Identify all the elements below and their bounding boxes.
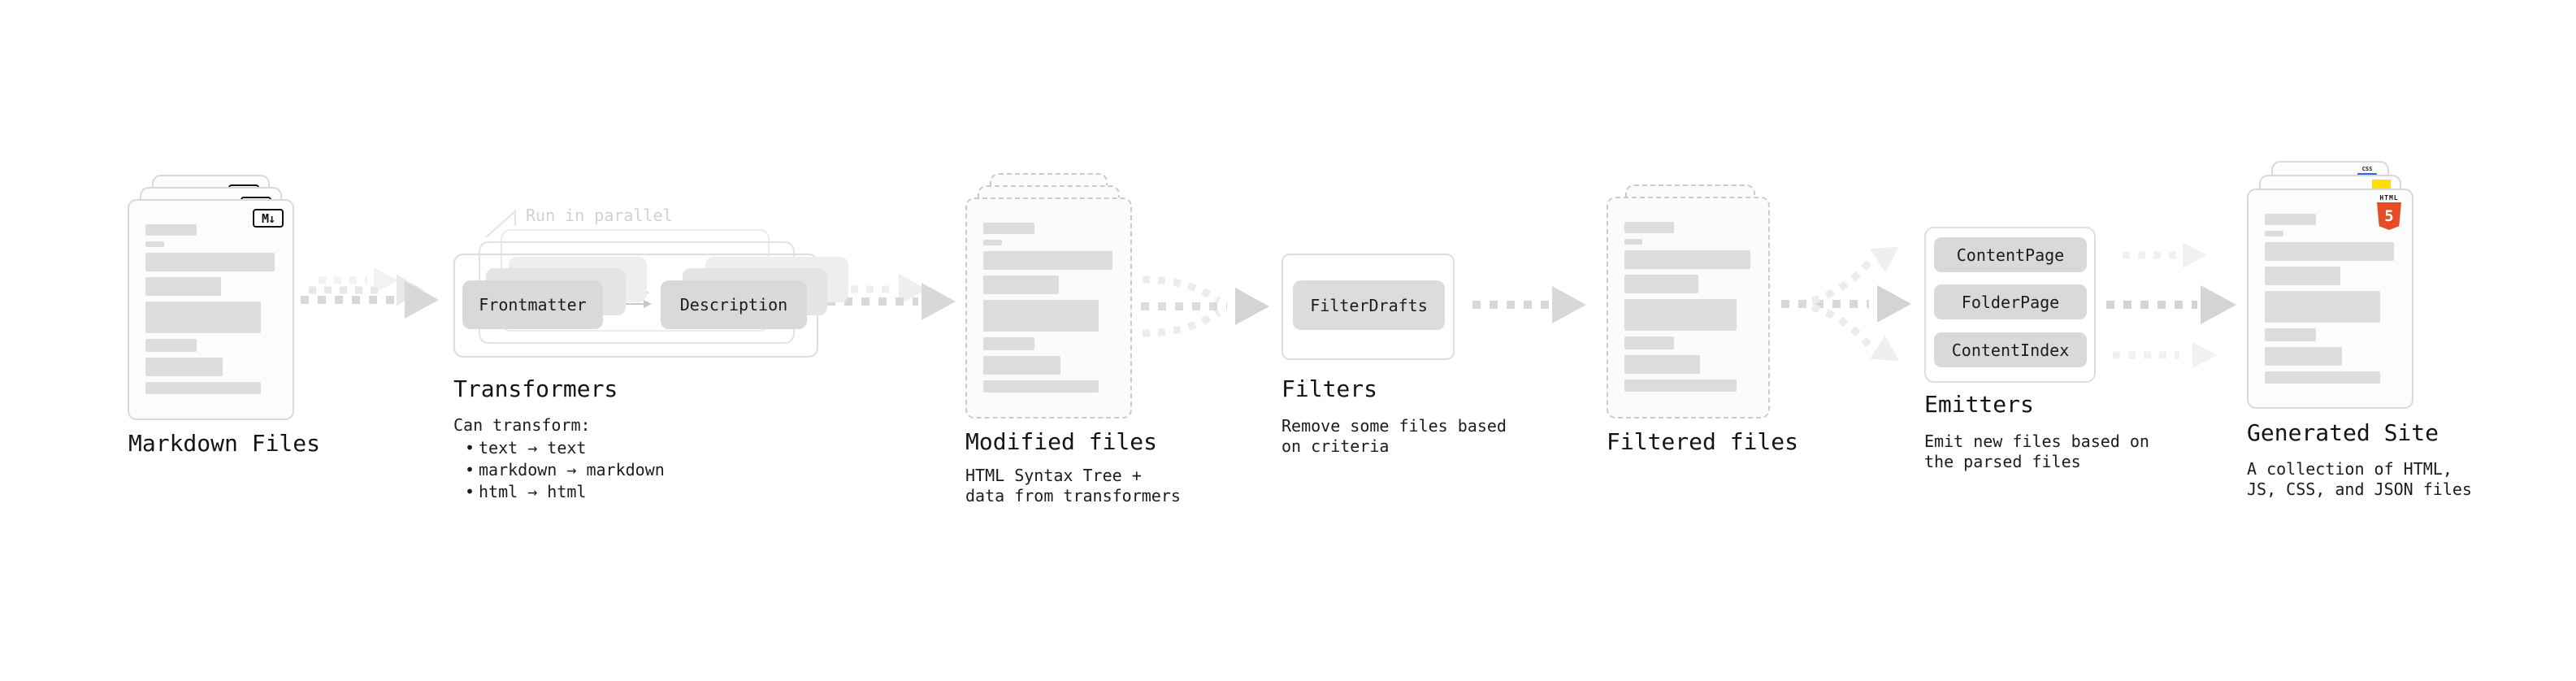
content-bar — [983, 337, 1034, 350]
markdown-file-card-front: M↓ — [128, 199, 294, 420]
js-icon — [2372, 180, 2391, 189]
folderpage-box: FolderPage — [1934, 284, 2087, 319]
content-bar — [1624, 299, 1737, 331]
content-bar — [145, 301, 261, 333]
contentindex-box: ContentIndex — [1934, 332, 2087, 367]
content-bar — [1624, 380, 1737, 392]
arrow-emitters-to-generated — [2106, 242, 2236, 368]
run-in-parallel-note: Run in parallel — [526, 206, 673, 225]
document-content-placeholder — [145, 224, 276, 400]
arrow-modified-to-filters — [1141, 275, 1269, 337]
content-bar — [145, 382, 261, 394]
content-bar — [1624, 250, 1751, 269]
document-content-placeholder — [1624, 222, 1752, 397]
content-bar — [1624, 275, 1699, 293]
markdown-icon: M↓ — [253, 209, 284, 228]
filters-subtitle: Remove some files based on criteria — [1281, 416, 1507, 456]
list-item: •markdown → markdown — [465, 460, 665, 479]
filtered-files-label: Filtered files — [1607, 428, 1799, 455]
document-content-placeholder — [2265, 214, 2396, 389]
css-icon: CSS — [2357, 167, 2377, 176]
content-bar — [145, 358, 223, 376]
filters-label: Filters — [1281, 375, 1378, 402]
markdown-files-label: Markdown Files — [128, 430, 321, 457]
html5-icon: HTML 5 — [2372, 194, 2406, 230]
arrow-filtered-to-emitters — [1781, 246, 1911, 362]
content-bar — [983, 356, 1060, 375]
run-in-parallel-callout-line — [485, 209, 516, 238]
frontmatter-box: Frontmatter — [462, 280, 603, 329]
content-bar — [1624, 222, 1675, 233]
transformers-label: Transformers — [453, 375, 618, 402]
contentpage-box: ContentPage — [1934, 237, 2087, 272]
transformers-subtitle: Can transform: — [453, 415, 591, 435]
generated-site-label: Generated Site — [2247, 419, 2439, 446]
content-bar — [145, 339, 197, 352]
content-bar — [983, 380, 1099, 393]
filters-frame — [1281, 254, 1455, 360]
content-bar — [983, 300, 1099, 332]
content-bar — [2265, 291, 2380, 323]
content-bar — [983, 223, 1034, 234]
modified-file-card-front — [965, 197, 1132, 419]
content-bar — [145, 241, 164, 247]
content-bar — [2265, 371, 2380, 384]
generated-file-card-front: HTML 5 — [2247, 189, 2413, 409]
filterdrafts-box: FilterDrafts — [1293, 280, 1445, 330]
emitters-label: Emitters — [1924, 391, 2034, 418]
document-content-placeholder — [983, 223, 1114, 398]
content-bar — [2265, 214, 2316, 225]
description-box: Description — [661, 280, 807, 329]
modified-files-label: Modified files — [965, 428, 1158, 455]
content-bar — [983, 275, 1060, 294]
emitters-frame — [1924, 227, 2096, 383]
content-bar — [2265, 347, 2342, 366]
content-bar — [145, 224, 197, 236]
content-bar — [983, 240, 1002, 245]
content-bar — [145, 277, 222, 296]
list-item: •html → html — [465, 482, 587, 501]
transformers-capability-list: •text → text •markdown → markdown •html … — [465, 438, 665, 504]
arrow-filters-to-filtered — [1472, 286, 1586, 323]
content-bar — [2265, 231, 2283, 236]
content-bar — [1624, 239, 1642, 245]
filtered-file-card-front — [1607, 197, 1770, 419]
content-bar — [2265, 267, 2341, 285]
list-item: •text → text — [465, 438, 587, 458]
content-bar — [145, 253, 275, 271]
emitters-subtitle: Emit new files based on the parsed files — [1924, 432, 2149, 471]
content-bar — [2265, 242, 2395, 261]
arrow-transformers-to-modified — [827, 274, 956, 320]
content-bar — [1624, 336, 1675, 349]
content-bar — [1624, 355, 1700, 374]
generated-site-subtitle: A collection of HTML, JS, CSS, and JSON … — [2247, 459, 2472, 499]
arrow-markdown-to-transformers — [301, 267, 439, 319]
content-bar — [2265, 328, 2316, 341]
content-bar — [983, 251, 1113, 270]
modified-files-subtitle: HTML Syntax Tree + data from transformer… — [965, 466, 1181, 505]
